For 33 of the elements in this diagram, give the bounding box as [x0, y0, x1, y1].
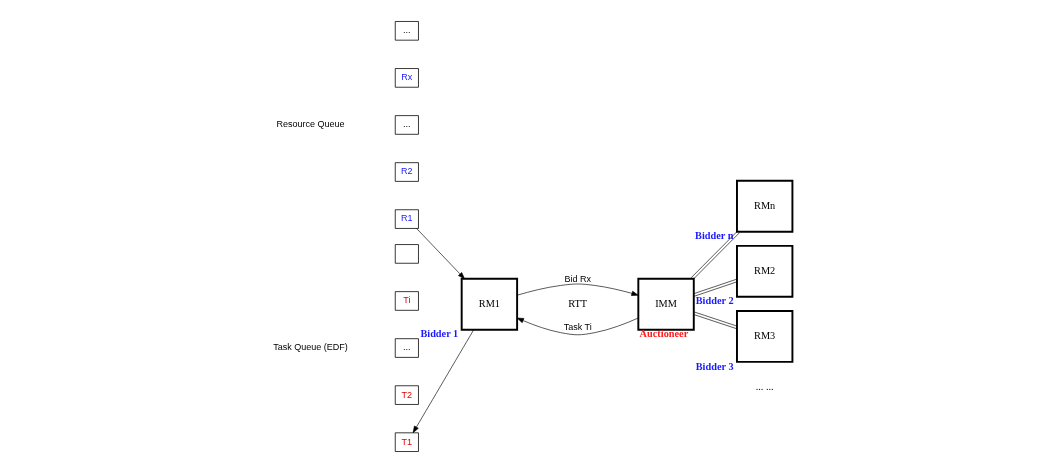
node-box: R2 — [394, 162, 419, 182]
edge-label: Bid Rx — [563, 273, 591, 284]
node-box: Ti — [394, 291, 419, 311]
node-box: RMn — [735, 179, 793, 233]
node-box: ... — [394, 21, 419, 41]
node-box: T1 — [394, 432, 419, 452]
arrow — [412, 329, 474, 433]
node-label: Bidder 1 — [419, 328, 458, 340]
node-label: Bidder 2 — [695, 295, 734, 307]
arrow — [516, 317, 639, 336]
label: RTT — [567, 297, 587, 309]
label: Task Queue (EDF) — [272, 342, 348, 353]
node-box: Rx — [394, 68, 419, 88]
connector — [692, 278, 738, 297]
arrow — [516, 283, 639, 296]
connector — [692, 311, 738, 329]
node-box: RM1 — [460, 277, 518, 331]
arrow — [415, 228, 465, 279]
node-label: Bidder 3 — [695, 360, 734, 372]
connector — [690, 230, 740, 280]
edge-label: Task Ti — [563, 322, 592, 333]
node-box: IMM — [636, 277, 695, 331]
node-box: R1 — [394, 209, 419, 229]
node-box — [394, 244, 419, 264]
label: Resource Queue — [275, 119, 345, 130]
node-box: ... — [394, 115, 419, 135]
label: ... ... — [755, 381, 774, 393]
node-box: ... — [394, 338, 419, 358]
node-box: RM3 — [735, 310, 793, 363]
node-label: Auctioneer — [639, 328, 688, 340]
node-box: RM2 — [735, 244, 793, 298]
node-box: T2 — [394, 385, 419, 405]
node-label: Bidder n — [694, 230, 733, 242]
